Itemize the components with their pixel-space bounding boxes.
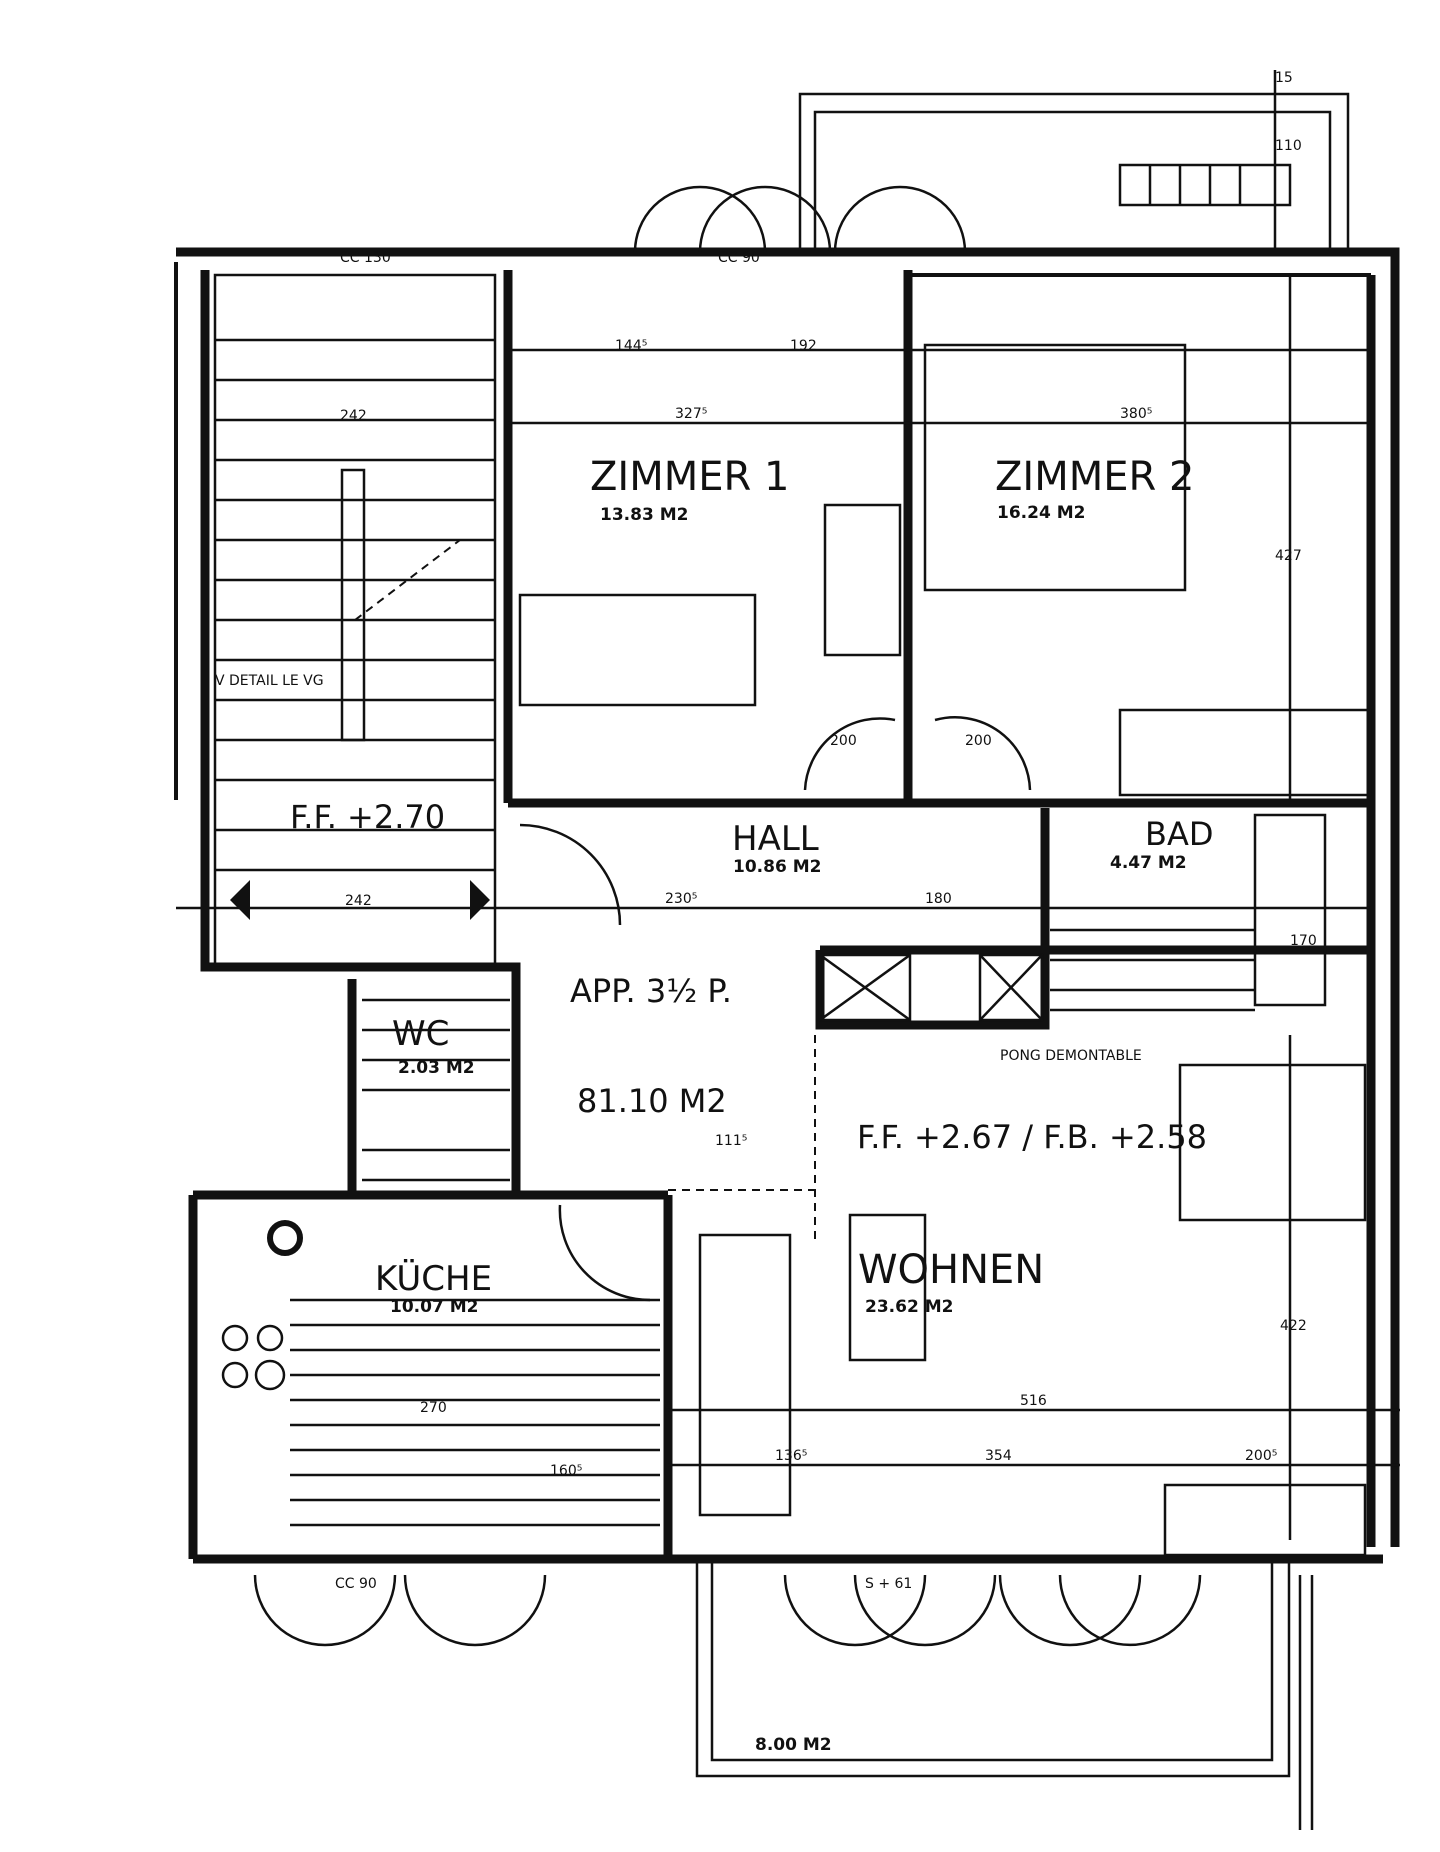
dimension-label: 192	[790, 338, 817, 354]
wc-floor-hatch	[362, 998, 510, 1182]
dimension-label: 200	[965, 733, 992, 749]
dimension-label: 242	[340, 408, 367, 424]
balcony-area: 8.00 M2	[755, 1735, 832, 1755]
dimension-label: 200	[830, 733, 857, 749]
room-area-zimmer2: 16.24 M2	[997, 503, 1085, 523]
apartment-label: APP. 3½ P.	[570, 972, 732, 1010]
room-area-wc: 2.03 M2	[398, 1058, 475, 1078]
dimension-label: 327⁵	[675, 406, 707, 422]
cc-label: CC 90	[335, 1576, 377, 1592]
room-area-bad: 4.47 M2	[1110, 853, 1187, 873]
dimension-label: 354	[985, 1448, 1012, 1464]
dimension-label: 111⁵	[715, 1133, 747, 1149]
furniture	[518, 343, 1372, 1557]
dimension-label: 200⁵	[1245, 1448, 1277, 1464]
stair-note: V DETAIL LE VG	[215, 673, 324, 689]
stair-level: F.F. +2.70	[290, 798, 445, 836]
room-label-zimmer2: ZIMMER 2	[995, 454, 1194, 500]
dimension-label: 380⁵	[1120, 406, 1152, 422]
dimension-label: 15	[1275, 70, 1293, 86]
room-area-kueche: 10.07 M2	[390, 1297, 478, 1317]
dimension-label: 110	[1275, 138, 1302, 154]
dimension-label: 422	[1280, 1318, 1307, 1334]
dimension-lines	[508, 275, 1400, 1540]
bath-floor-hatch	[1050, 813, 1327, 1012]
dimension-label: 144⁵	[615, 338, 647, 354]
room-label-wc: WC	[392, 1014, 449, 1054]
dimension-label: 160⁵	[550, 1463, 582, 1479]
staircase	[213, 273, 497, 967]
dimension-label: 242	[345, 893, 372, 909]
apartment-area: 81.10 M2	[577, 1082, 727, 1120]
interior-walls	[176, 270, 1371, 1559]
room-label-kueche: KÜCHE	[375, 1258, 492, 1299]
dimension-label: 170	[1290, 933, 1317, 949]
dimension-label: 180	[925, 891, 952, 907]
dimension-label: 270	[420, 1400, 447, 1416]
room-area-zimmer1: 13.83 M2	[600, 505, 688, 525]
dimension-label: 427	[1275, 548, 1302, 564]
room-label-wohnen: WOHNEN	[858, 1247, 1044, 1293]
room-label-zimmer1: ZIMMER 1	[590, 454, 789, 500]
dimension-label: 516	[1020, 1393, 1047, 1409]
cc-label: CC 90	[718, 250, 760, 266]
dimension-label: 230⁵	[665, 891, 697, 907]
partition-note: PONG DEMONTABLE	[1000, 1048, 1142, 1064]
floor-level: F.F. +2.67 / F.B. +2.58	[857, 1118, 1207, 1156]
room-label-hall: HALL	[732, 819, 819, 859]
balcony-top	[798, 70, 1350, 252]
dimension-label: 136⁵	[775, 1448, 807, 1464]
cc-label: CC 130	[340, 250, 391, 266]
room-label-bad: BAD	[1145, 815, 1213, 853]
balcony-bottom	[695, 1559, 1314, 1830]
door-swings	[253, 185, 1202, 1647]
room-area-wohnen: 23.62 M2	[865, 1297, 953, 1317]
kitchen-floor-hatch	[221, 1220, 660, 1527]
exterior-walls	[174, 247, 1400, 1564]
window-label: S + 61	[865, 1576, 912, 1592]
room-area-hall: 10.86 M2	[733, 857, 821, 877]
